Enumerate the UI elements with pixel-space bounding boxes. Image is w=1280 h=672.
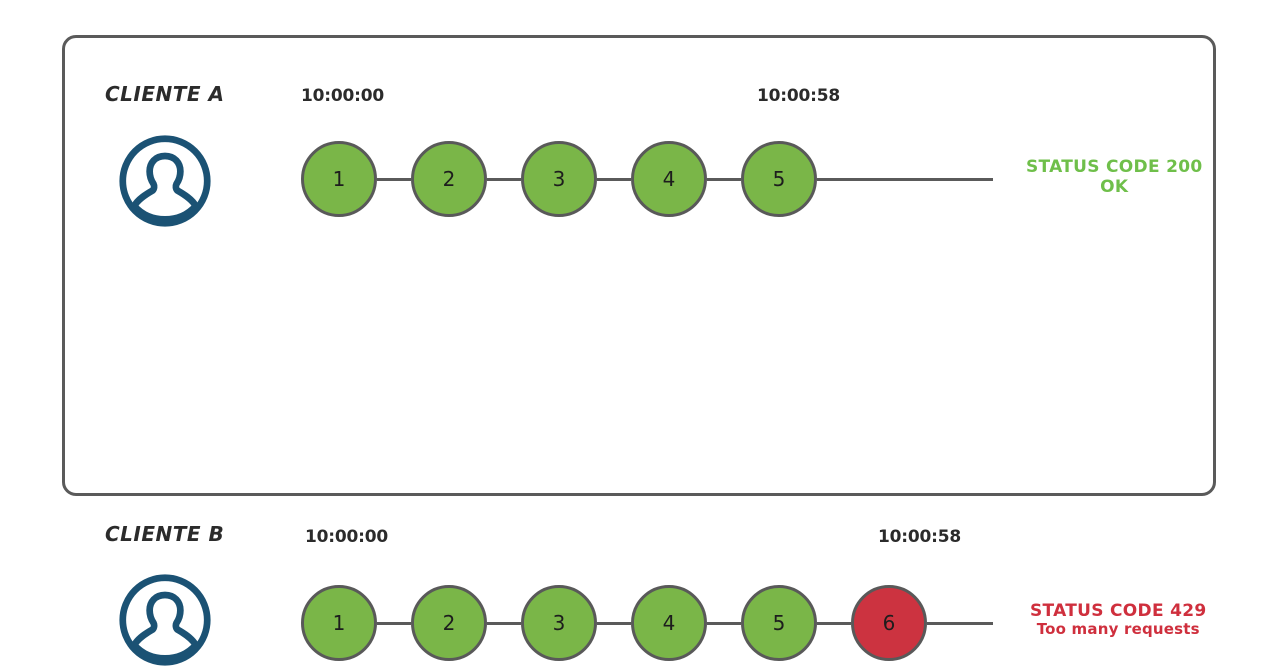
status-text-line: OK <box>1100 177 1129 198</box>
client-label-a: CLIENTE A <box>105 82 225 106</box>
chain-connector-trailing <box>927 622 993 625</box>
request-node[interactable]: 4 <box>631 141 707 217</box>
timestamp-start-a: 10:00:00 <box>301 86 384 106</box>
request-node-circle: 4 <box>631 585 707 661</box>
chain-connector <box>487 622 521 625</box>
request-node-circle: 3 <box>521 141 597 217</box>
request-node-circle: 1 <box>301 141 377 217</box>
request-node-circle: 5 <box>741 585 817 661</box>
timestamp-start-b: 10:00:00 <box>305 527 388 547</box>
request-node-circle: 3 <box>521 585 597 661</box>
chain-connector <box>377 622 411 625</box>
request-node-circle: 1 <box>301 585 377 661</box>
status-badge-a: STATUS CODE 200 OK <box>1026 157 1202 197</box>
chain-connector <box>817 622 851 625</box>
request-node-circle: 4 <box>631 141 707 217</box>
timestamp-end-a: 10:00:58 <box>757 86 840 106</box>
request-node[interactable]: 2 <box>411 141 487 217</box>
chain-connector <box>707 622 741 625</box>
chain-connector <box>707 178 741 181</box>
status-text-line: Too many requests <box>1036 620 1200 639</box>
user-avatar-icon <box>117 572 213 668</box>
chain-connector <box>487 178 521 181</box>
diagram-frame <box>62 35 1216 496</box>
request-node[interactable]: 2 <box>411 585 487 661</box>
request-node[interactable]: 3 <box>521 141 597 217</box>
chain-connector <box>597 622 631 625</box>
diagram-canvas: CLIENTE A 10:00:00 10:00:58 1 2 3 4 <box>62 35 1216 666</box>
chain-connector <box>597 178 631 181</box>
request-node[interactable]: 5 <box>741 585 817 661</box>
request-node-circle: 5 <box>741 141 817 217</box>
status-code-line: STATUS CODE 200 <box>1026 157 1203 177</box>
request-node[interactable]: 1 <box>301 585 377 661</box>
chain-connector <box>377 178 411 181</box>
status-badge-b: STATUS CODE 429 Too many requests <box>1030 601 1206 639</box>
request-node-circle: 2 <box>411 585 487 661</box>
user-avatar-icon <box>117 133 213 229</box>
request-node-circle: 2 <box>411 141 487 217</box>
timestamp-end-b: 10:00:58 <box>878 527 961 547</box>
request-node[interactable]: 3 <box>521 585 597 661</box>
request-node-circle: 6 <box>851 585 927 661</box>
request-node[interactable]: 4 <box>631 585 707 661</box>
chain-connector-trailing <box>817 178 993 181</box>
client-label-b: CLIENTE B <box>105 522 225 546</box>
request-node[interactable]: 5 <box>741 141 817 217</box>
request-node[interactable]: 1 <box>301 141 377 217</box>
status-code-line: STATUS CODE 429 <box>1030 601 1207 621</box>
request-node-rejected[interactable]: 6 <box>851 585 927 661</box>
